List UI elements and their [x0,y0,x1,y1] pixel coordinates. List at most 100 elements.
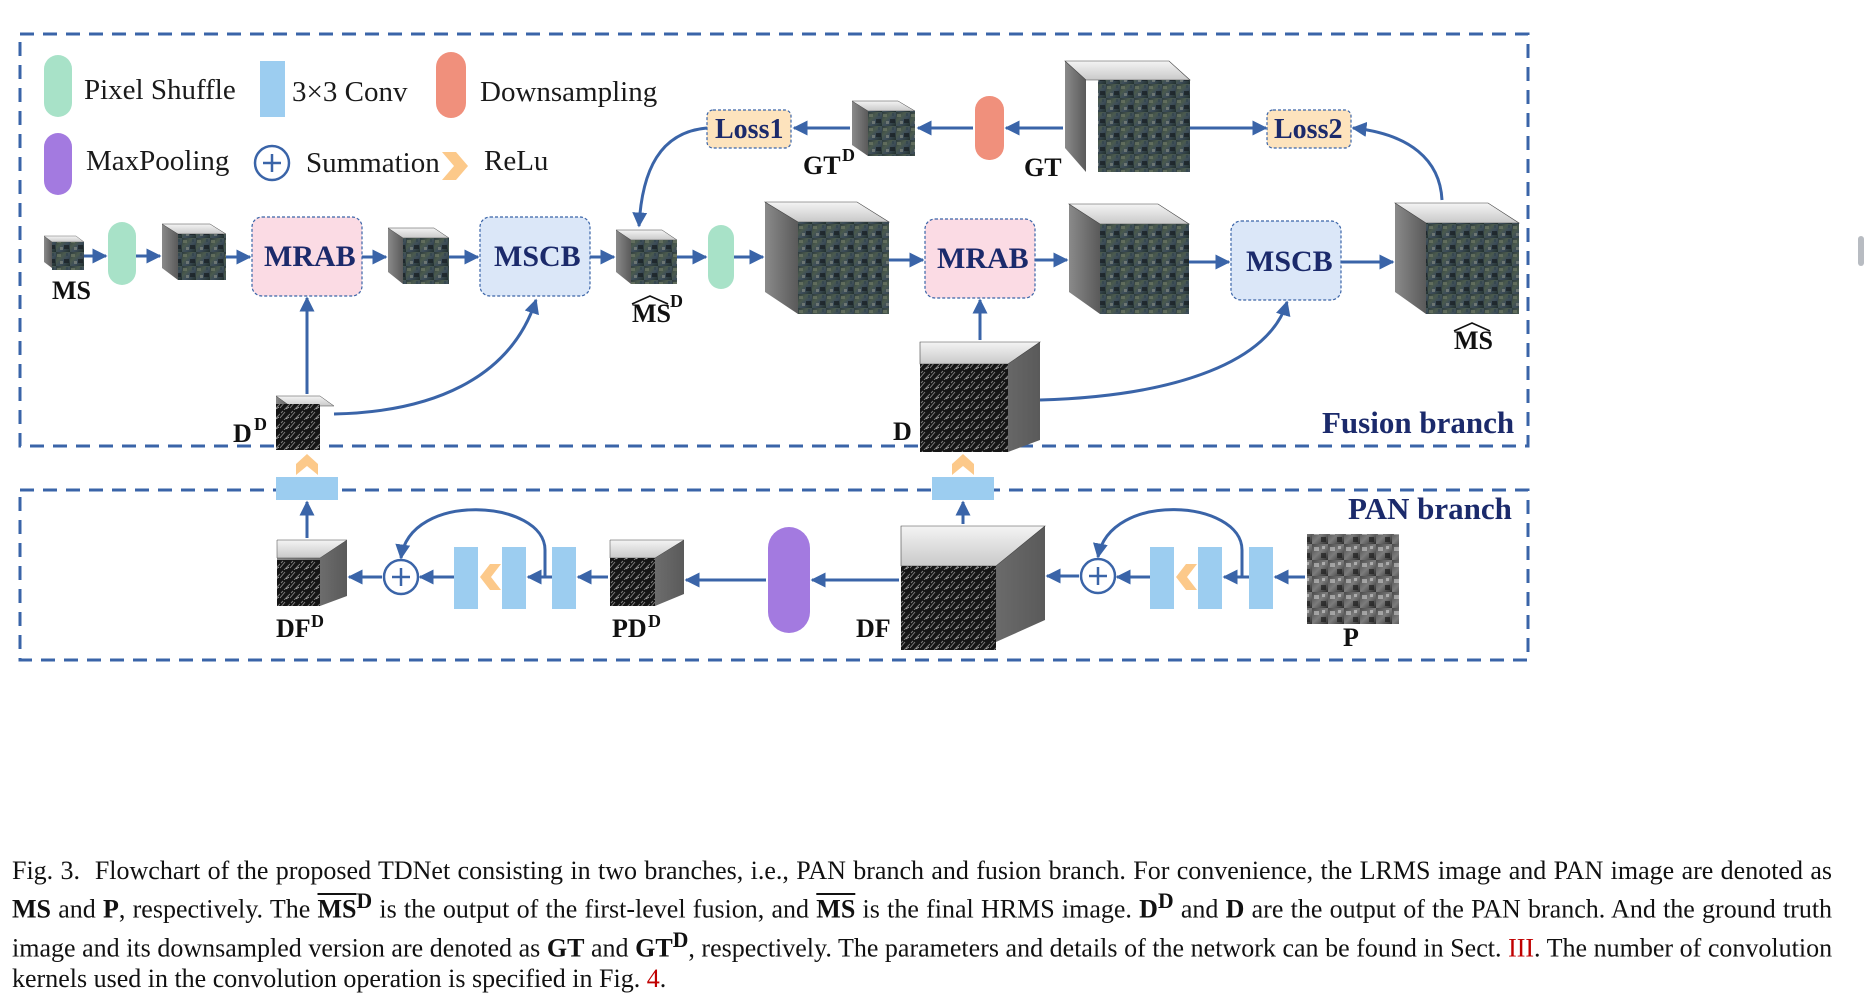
pixel-shuffle-swatch [44,55,72,117]
mrab-label-2: MRAB [937,242,1029,275]
fusion-branch-frame [18,32,1530,448]
ms-d-hat [631,295,669,305]
caption-d-d-sup: D [1157,889,1174,913]
pan-row-arrows [299,500,1305,588]
gt-cube [1064,60,1191,172]
caption-ms: MS [12,894,51,924]
loss1-label: Loss1 [715,114,783,145]
conv-swatch [260,61,285,117]
tdnet-flowchart: Fusion branch PAN branch Pixel Shuffle 3… [18,32,1530,662]
fusion-branch-title: Fusion branch [1322,405,1514,440]
relu-icon [442,152,468,180]
caption-gt-d: GT [635,933,673,963]
d-d-cube [275,395,335,450]
pixel-shuffle-2 [708,225,734,289]
maxpooling-swatch [44,133,72,195]
gt-d-label: GT [803,151,841,180]
d-cube [919,341,1041,452]
feature-cube-4 [1067,203,1191,314]
df-d-label: DF [276,614,311,643]
df-cube [900,525,1046,650]
sum-node-2 [1079,557,1117,595]
d-label: D [893,417,912,446]
caption-final-hrms: is the final HRMS image. [862,894,1132,924]
relu-pan-2 [1176,564,1197,590]
gt-d-sup: D [842,145,855,165]
caption-p: P [103,894,119,924]
downsampling-swatch [436,52,466,118]
ms-d-cube [615,229,678,284]
ms-label: MS [52,276,91,305]
caption-gt-d-sup: D [672,927,689,952]
caption-line4b: . The number of convolution kernels used… [12,933,1833,994]
caption-first-level: is the output of the first-level fusion,… [379,894,810,924]
df-label: DF [856,614,891,643]
caption-ms-hat: MS [816,894,856,924]
top-arrows [632,120,1444,228]
ms-d-sup: D [670,291,683,311]
caption-gt: GT [546,933,585,963]
relu-icon-right [952,454,974,475]
scrollbar-thumb[interactable] [1858,236,1864,266]
relu-icon-left [296,454,318,475]
caption-fig-link[interactable]: 4 [646,964,660,994]
mscb-label-1: MSCB [494,240,581,273]
caption-ms-d: MS [317,894,357,924]
legend-downsampling: Downsampling [480,76,657,108]
p-label: P [1343,623,1359,652]
caption-d-d: D [1139,894,1158,924]
conv-pan-2 [502,547,526,609]
conv-pan-3 [552,547,576,609]
maxpooling-block [768,527,810,633]
feature-cube-2 [387,227,450,284]
conv-pan-6 [1249,547,1273,609]
caption-and-3: and [591,933,629,963]
ms-image [43,235,85,270]
pan-branch-title: PAN branch [1348,491,1512,526]
caption-end: . [659,964,667,994]
conv-pan-1 [454,547,478,609]
figure-caption: Fig. 3. Flowchart of the proposed TDNet … [12,855,1832,994]
mscb-label-2: MSCB [1246,245,1333,278]
feature-cube-3 [763,201,891,314]
pd-d-sup: D [648,611,661,631]
pan-branch-frame [18,488,1530,662]
pixel-shuffle-1 [108,222,136,285]
legend-summation: Summation [306,147,440,179]
mrab-label-1: MRAB [264,240,356,273]
conv-bridge-left [276,477,338,500]
legend-conv: 3×3 Conv [292,76,408,108]
loss2-label: Loss2 [1274,114,1342,145]
legend-maxpooling: MaxPooling [86,145,229,177]
caption-respectively-2: , respectively. The parameters and detai… [688,933,1185,963]
ms-hat-hat [1453,322,1491,332]
df-d-sup: D [311,611,324,631]
legend-relu: ReLu [484,145,548,177]
caption-ms-d-sup: D [356,889,373,913]
relu-pan-1 [480,564,501,590]
caption-d: D [1225,894,1245,924]
d-d-label: D [233,419,252,448]
caption-fig: Fig. 3. [12,856,81,885]
ms-hat-label: MS [1454,326,1493,355]
caption-line3: the PAN branch. And the ground truth ima… [12,894,1833,963]
conv-pan-4 [1150,547,1174,609]
caption-are-denoted: are denoted as [1681,856,1833,885]
caption-line1: Flowchart of the proposed TDNet consisti… [94,856,1675,885]
gt-label: GT [1024,153,1062,182]
legend: Pixel Shuffle 3×3 Conv Downsampling MaxP… [44,52,657,195]
conv-pan-5 [1198,547,1222,609]
main-row-arrows [84,248,1395,416]
pan-image [1307,534,1399,624]
caption-output-of: are the output of [1251,894,1425,924]
ms-hat-cube [1393,202,1521,314]
caption-respectively-1: , respectively. The [118,894,311,924]
caption-and-2: and [1180,894,1219,924]
caption-and-1: and [58,894,96,924]
sum-node-1 [382,558,420,596]
pd-d-cube [609,539,685,606]
caption-sect-link[interactable]: III [1508,933,1535,963]
df-d-cube [276,539,348,606]
ms-d-label: MS [632,299,671,328]
downsampling-block [975,96,1004,160]
